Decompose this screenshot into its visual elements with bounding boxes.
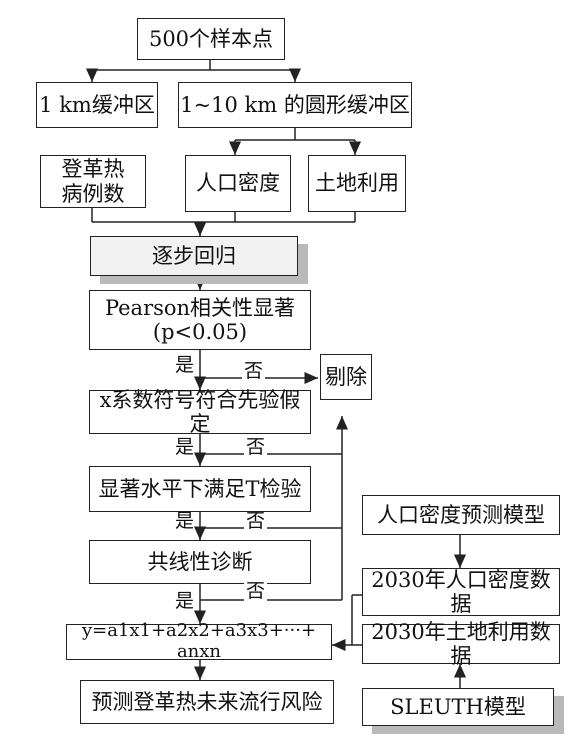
collinearity-box: 共线性诊断 [89, 540, 311, 584]
buffer1-box: 1 km缓冲区 [36, 82, 158, 128]
yes-label-3: 是 [175, 510, 195, 532]
predict-box: 预测登革热未来流行风险 [80, 680, 334, 724]
no-label-1: 否 [242, 360, 266, 382]
formula-box: y=a1x1+a2x2+a3x3+···+ anxn [66, 620, 332, 662]
land-2030-label: 2030年土地利用数据 [371, 619, 551, 668]
formula-label: y=a1x1+a2x2+a3x3+···+ anxn [81, 620, 317, 662]
pop-density-label: 人口密度 [196, 171, 280, 196]
buffer2-box: 1~10 km 的圆形缓冲区 [178, 82, 412, 128]
dengue-line1: 登革热 [61, 157, 125, 182]
remove-label: 剔除 [325, 364, 367, 389]
yes-label-1: 是 [175, 354, 195, 376]
stepwise-label: 逐步回归 [152, 243, 236, 268]
samples-box: 500个样本点 [137, 18, 285, 60]
remove-box: 剔除 [320, 354, 372, 400]
land-use-box: 土地利用 [308, 155, 406, 212]
t-test-box: 显著水平下满足T检验 [89, 466, 311, 512]
sleuth-label: SLEUTH模型 [390, 694, 526, 719]
coef-sign-label: x系数符号符合先验假定 [99, 387, 301, 436]
no-label-4: 否 [244, 580, 268, 602]
pearson-box: Pearson相关性显著 (p<0.05) [89, 290, 311, 350]
buffer2-label: 1~10 km 的圆形缓冲区 [180, 92, 410, 117]
collinearity-label: 共线性诊断 [147, 549, 253, 574]
dengue-line2: 病例数 [61, 181, 125, 206]
buffer1-label: 1 km缓冲区 [39, 92, 155, 117]
pearson-line2: (p<0.05) [152, 320, 248, 344]
sleuth-box: SLEUTH模型 [362, 688, 554, 726]
predict-label: 预测登革热未来流行风险 [91, 689, 323, 714]
samples-label: 500个样本点 [148, 26, 274, 51]
land-use-label: 土地利用 [315, 171, 399, 196]
land-2030-box: 2030年土地利用数据 [362, 620, 560, 668]
no-label-3: 否 [244, 510, 268, 532]
yes-label-4: 是 [175, 590, 195, 612]
no-label-2: 否 [244, 436, 268, 458]
pop-2030-label: 2030年人口密度数据 [371, 567, 551, 616]
yes-label-2: 是 [175, 436, 195, 458]
pop-model-box: 人口密度预测模型 [362, 495, 560, 535]
pop-density-box: 人口密度 [185, 155, 291, 212]
pop-2030-box: 2030年人口密度数据 [362, 568, 560, 616]
t-test-label: 显著水平下满足T检验 [98, 476, 302, 501]
stepwise-box: 逐步回归 [90, 236, 298, 276]
pearson-line1: Pearson相关性显著 [104, 295, 296, 320]
dengue-cases-box: 登革热 病例数 [40, 155, 146, 208]
pop-model-label: 人口密度预测模型 [377, 502, 545, 527]
coef-sign-box: x系数符号符合先验假定 [89, 387, 311, 436]
